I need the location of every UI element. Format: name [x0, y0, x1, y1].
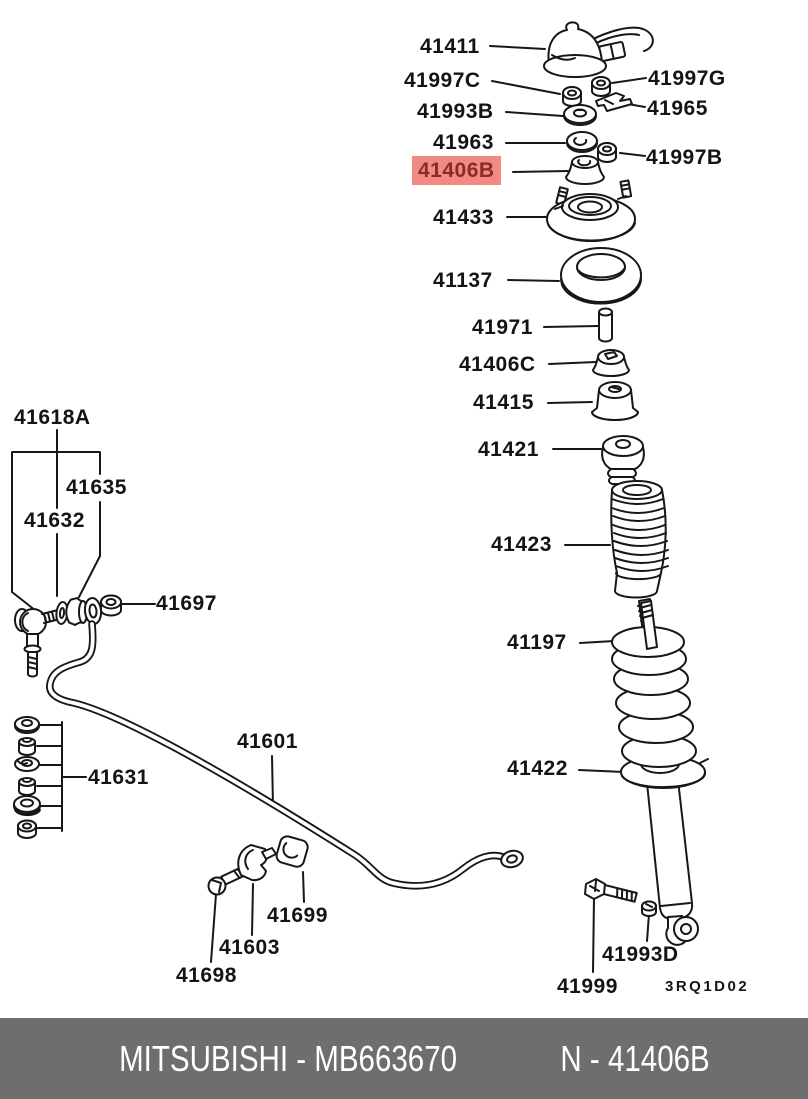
- part-label-41411: 41411: [420, 35, 480, 58]
- part-label-41406C: 41406C: [459, 353, 536, 376]
- part-label-41699: 41699: [267, 904, 328, 927]
- drawing-shock-absorber-body: [646, 779, 699, 946]
- drawing-bushing-41415: [591, 381, 639, 421]
- drawing-nut-41997B: [597, 142, 617, 163]
- part-label-41997C: 41997C: [404, 69, 481, 92]
- drawing-bolt-41999: [584, 878, 638, 903]
- part-label-41433: 41433: [433, 206, 494, 229]
- part-label-41603: 41603: [219, 936, 280, 959]
- part-label-41406B-highlighted: 41406B: [412, 156, 501, 185]
- drawing-strut-mount-41433: [546, 179, 636, 242]
- part-label-41631: 41631: [88, 766, 149, 789]
- part-label-41993D: 41993D: [602, 943, 679, 966]
- drawing-bushing-41406B: [565, 155, 605, 185]
- part-label-41601: 41601: [237, 730, 298, 753]
- part-label-41423: 41423: [491, 533, 552, 556]
- part-label-41197: 41197: [507, 631, 567, 654]
- part-label-41997B: 41997B: [646, 146, 723, 169]
- drawing-pin-41971: [598, 307, 613, 343]
- bracket-41631: [36, 721, 87, 832]
- part-label-41635: 41635: [66, 476, 127, 499]
- drawing-nut-41993D: [641, 900, 657, 917]
- parts-diagram-art: [11, 21, 709, 973]
- part-label-41965: 41965: [647, 97, 708, 120]
- leader-lines: [120, 45, 650, 973]
- footer-brand-part-number: MITSUBISHI - MB663670: [118, 1037, 457, 1079]
- part-label-41971: 41971: [472, 316, 533, 339]
- part-label-41698: 41698: [176, 964, 237, 987]
- drawing-stabilizer-bar-41601: [46, 620, 524, 890]
- drawing-bump-stopper-41421: [601, 435, 645, 488]
- part-label-41963: 41963: [433, 131, 494, 154]
- drawing-strut-cap-41411: [543, 21, 654, 78]
- drawing-code: 3RQ1D02: [665, 978, 750, 995]
- part-label-41421: 41421: [478, 438, 539, 461]
- drawing-washer-41963: [566, 131, 598, 153]
- part-label-41632: 41632: [24, 509, 85, 532]
- footer-bar: MITSUBISHI - MB663670 N - 41406B: [0, 1018, 808, 1099]
- drawing-washer-41632: [55, 601, 69, 625]
- drawing-dust-boot-41423: [610, 480, 669, 599]
- part-label-41997G: 41997G: [648, 67, 726, 90]
- drawing-nut-41997C: [562, 86, 582, 107]
- drawing-bushing-41635: [65, 597, 88, 626]
- drawing-stabilizer-link: [14, 608, 61, 678]
- drawing-nut-41997G: [591, 76, 611, 97]
- drawing-nut-41697: [100, 594, 122, 617]
- part-label-41618A: 41618A: [14, 406, 91, 429]
- part-label-41137: 41137: [433, 269, 493, 292]
- part-label-41697: 41697: [156, 592, 217, 615]
- part-label-41999: 41999: [557, 975, 618, 998]
- drawing-clamp-41603: [237, 844, 277, 882]
- drawing-washer-41993B: [563, 104, 597, 126]
- drawing-bushing-41406C: [592, 349, 630, 377]
- drawing-fastener-stack-41631: [13, 716, 41, 839]
- drawing-bushing-41699: [275, 835, 309, 868]
- footer-part-reference: N - 41406B: [560, 1037, 710, 1079]
- part-label-41422: 41422: [507, 757, 568, 780]
- drawing-coil-spring-41197: [611, 600, 697, 768]
- drawing-spring-seat-bearing-41137: [560, 247, 643, 305]
- part-label-41993B: 41993B: [417, 100, 494, 123]
- part-label-41415: 41415: [473, 391, 534, 414]
- drawing-bracket-41965: [595, 92, 633, 112]
